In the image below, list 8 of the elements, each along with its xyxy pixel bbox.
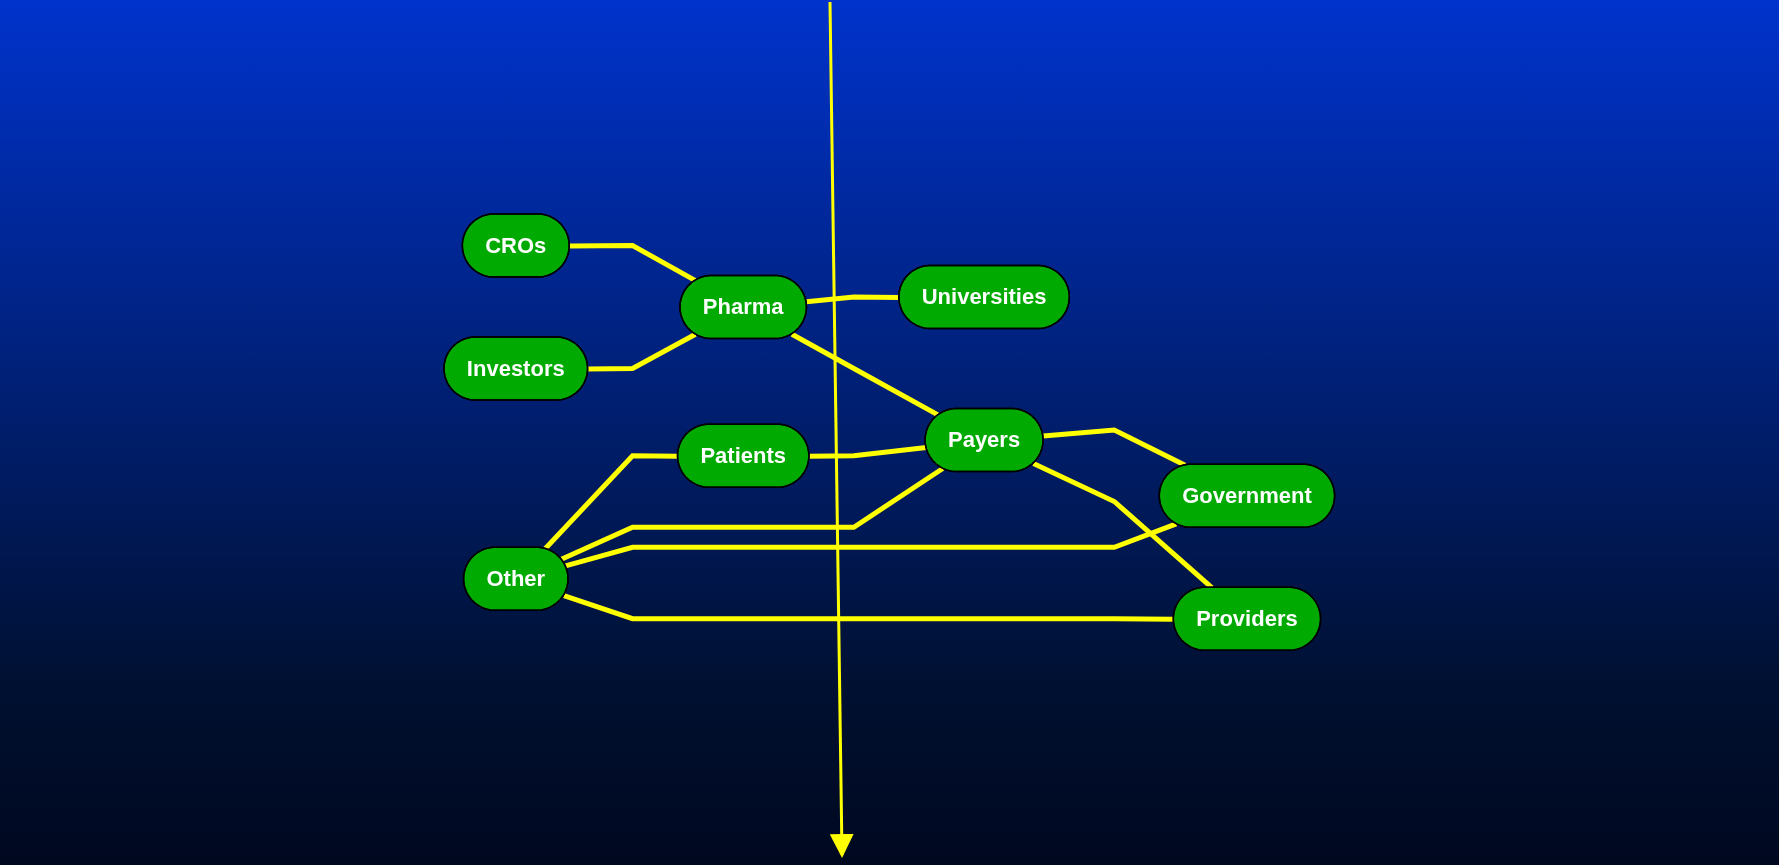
connector — [790, 332, 940, 418]
connector — [569, 243, 697, 284]
connector — [809, 445, 927, 460]
connector — [565, 521, 1178, 569]
connector — [806, 294, 900, 305]
connector — [1043, 427, 1187, 468]
connector — [560, 466, 945, 562]
connector — [588, 332, 697, 372]
